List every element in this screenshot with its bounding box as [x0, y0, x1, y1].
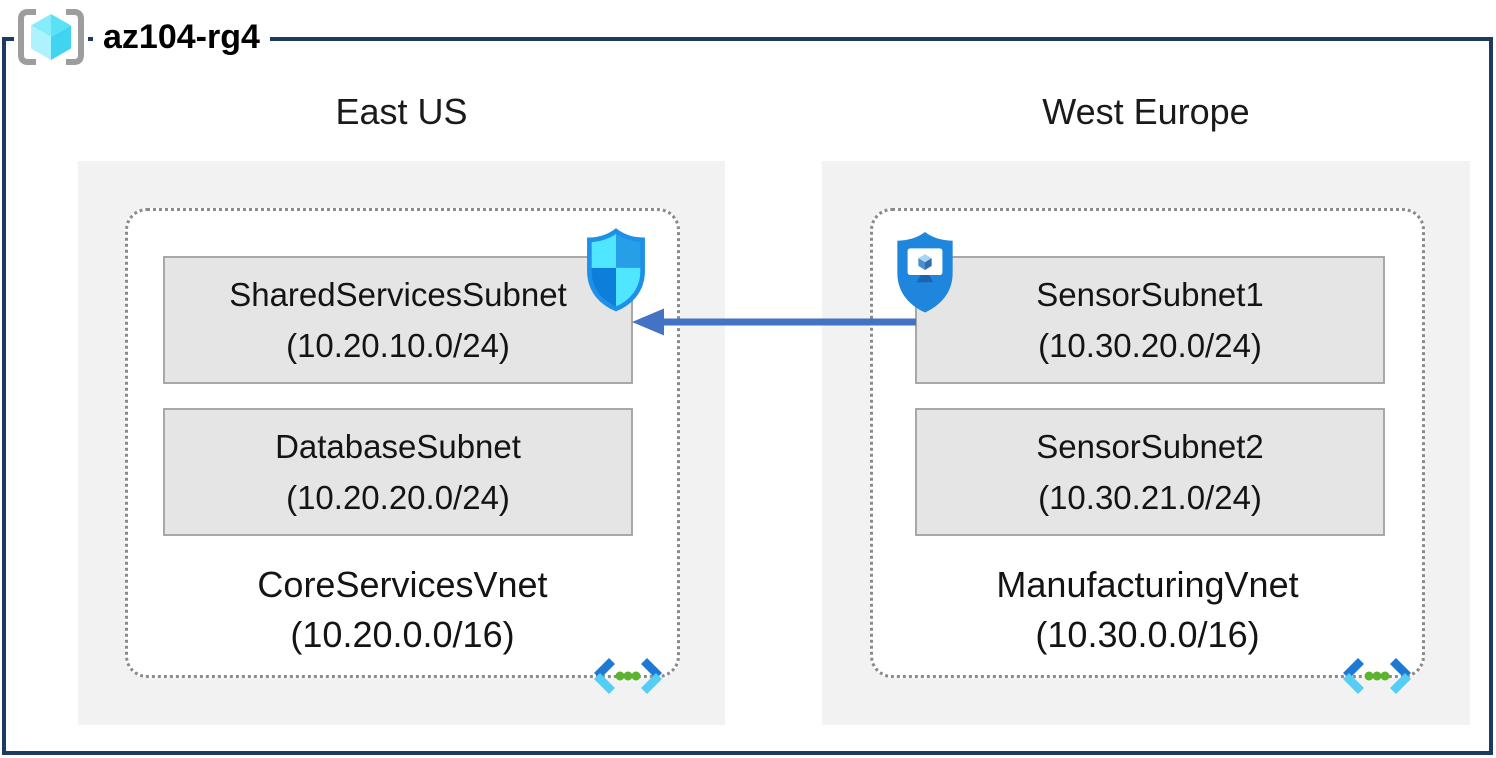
vnet-name: ManufacturingVnet [996, 564, 1299, 605]
virtual-network-icon [1342, 657, 1412, 695]
subnet-name: DatabaseSubnet [275, 428, 521, 465]
subnet-cidr: (10.20.10.0/24) [286, 327, 510, 364]
application-security-group-shield-icon [897, 232, 953, 313]
resource-group-icon [14, 7, 88, 67]
vnet-label-manufacturing: ManufacturingVnet (10.30.0.0/16) [870, 560, 1425, 660]
region-label-east-us: East US [335, 91, 468, 132]
subnet-cidr: (10.20.20.0/24) [286, 479, 510, 516]
subnet-sharedservices: SharedServicesSubnet (10.20.10.0/24) [163, 256, 633, 384]
network-security-group-shield-icon [587, 228, 645, 312]
region-label-west-europe: West Europe [1042, 91, 1250, 132]
vnet-cidr: (10.20.0.0/16) [290, 614, 515, 655]
subnet-database: DatabaseSubnet (10.20.20.0/24) [163, 408, 633, 536]
subnet-sensor1: SensorSubnet1 (10.30.20.0/24) [915, 256, 1385, 384]
vnet-cidr: (10.30.0.0/16) [1035, 614, 1260, 655]
resource-group-title: az104-rg4 [93, 16, 270, 58]
vnet-peering-arrow [632, 308, 916, 336]
resource-group-brackets-cube-icon [18, 9, 84, 65]
subnet-cidr: (10.30.20.0/24) [1038, 327, 1262, 364]
subnet-cidr: (10.30.21.0/24) [1038, 479, 1262, 516]
subnet-sensor2: SensorSubnet2 (10.30.21.0/24) [915, 408, 1385, 536]
vnet-label-coreservices: CoreServicesVnet (10.20.0.0/16) [125, 560, 680, 660]
resource-group-boundary [2, 37, 1493, 755]
subnet-name: SensorSubnet2 [1036, 428, 1264, 465]
virtual-network-icon [593, 657, 663, 695]
subnet-name: SensorSubnet1 [1036, 276, 1264, 313]
vnet-name: CoreServicesVnet [257, 564, 548, 605]
subnet-name: SharedServicesSubnet [229, 276, 567, 313]
